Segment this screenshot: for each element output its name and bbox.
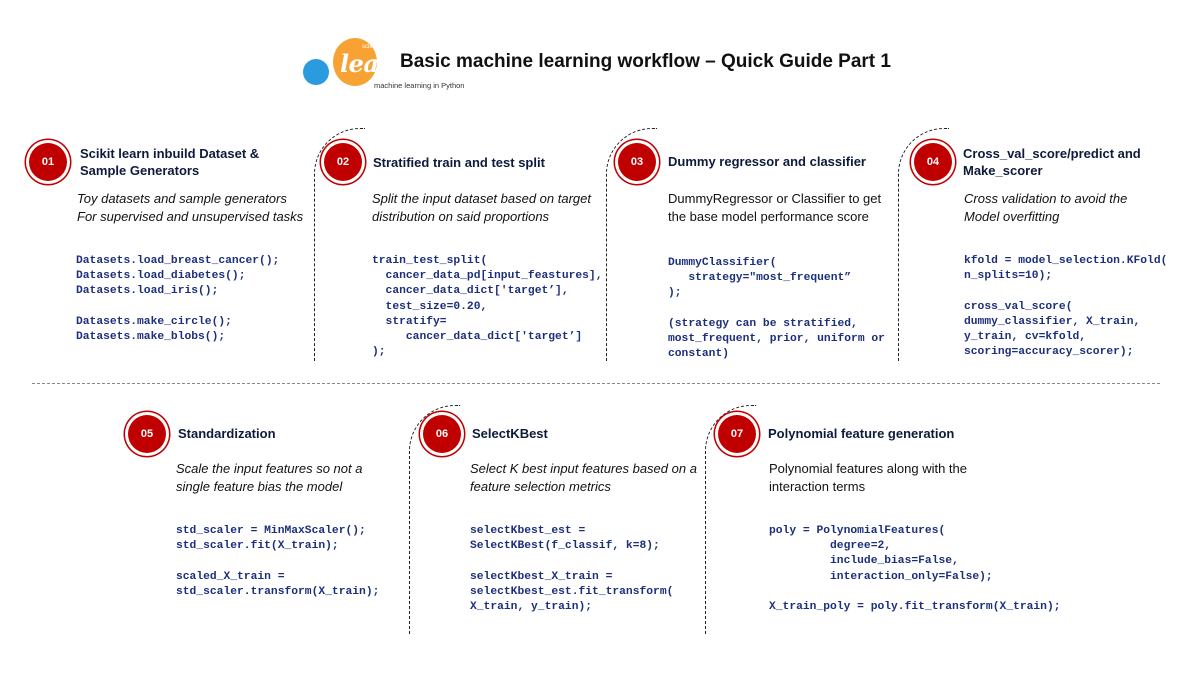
step-description-06: Select K best input features based on a … [470,461,697,494]
step-description-01: Toy datasets and sample generators For s… [77,191,304,224]
step-title-02: Stratified train and test split [373,155,545,170]
step-description-04: Cross validation to avoid the Model over… [964,191,1128,224]
step-title-06: SelectKBest [472,426,548,441]
step-code-01: Datasets.load_breast_cancer(); Datasets.… [76,255,280,344]
step-badge-05: 05 [128,415,166,453]
step-badge-06: 06 [423,415,461,453]
step-code-05: std_scaler = MinMaxScaler(); std_scaler.… [176,525,380,598]
step-description-07: Polynomial features along with the inter… [769,461,968,494]
step-code-07: poly = PolynomialFeatures( degree=2, inc… [769,525,1061,614]
logo-wordmark: learn [340,49,408,78]
step-title-04: Cross_val_score/predict and Make_scorer [963,146,1141,178]
logo-small-text: scikit [362,44,376,50]
scikit-learn-logo-icon [303,38,377,86]
step-badge-07: 07 [718,415,756,453]
step-title-03: Dummy regressor and classifier [668,154,866,169]
step-badge-03: 03 [618,143,656,181]
step-code-06: selectKbest_est = SelectKBest(f_classif,… [470,525,674,614]
scikit-learn-logo [298,36,378,92]
step-title-05: Standardization [178,426,276,441]
step-badge-01: 01 [29,143,67,181]
step-description-03: DummyRegressor or Classifier to get the … [668,191,882,224]
page-title: Basic machine learning workflow – Quick … [400,51,891,72]
step-description-05: Scale the input features so not a single… [176,461,363,494]
step-badge-02: 02 [324,143,362,181]
row-separator [32,383,1160,384]
step-code-04: kfold = model_selection.KFold( n_splits=… [964,255,1168,359]
step-code-02: train_test_split( cancer_data_pd[input_f… [372,255,603,359]
step-description-02: Split the input dataset based on target … [372,191,591,224]
step-code-03: DummyClassifier( strategy="most_frequent… [668,257,885,361]
step-title-07: Polynomial feature generation [768,426,955,441]
step-badge-04: 04 [914,143,952,181]
step-title-01: Scikit learn inbuild Dataset & Sample Ge… [80,146,260,178]
logo-tagline: machine learning in Python [374,81,465,90]
